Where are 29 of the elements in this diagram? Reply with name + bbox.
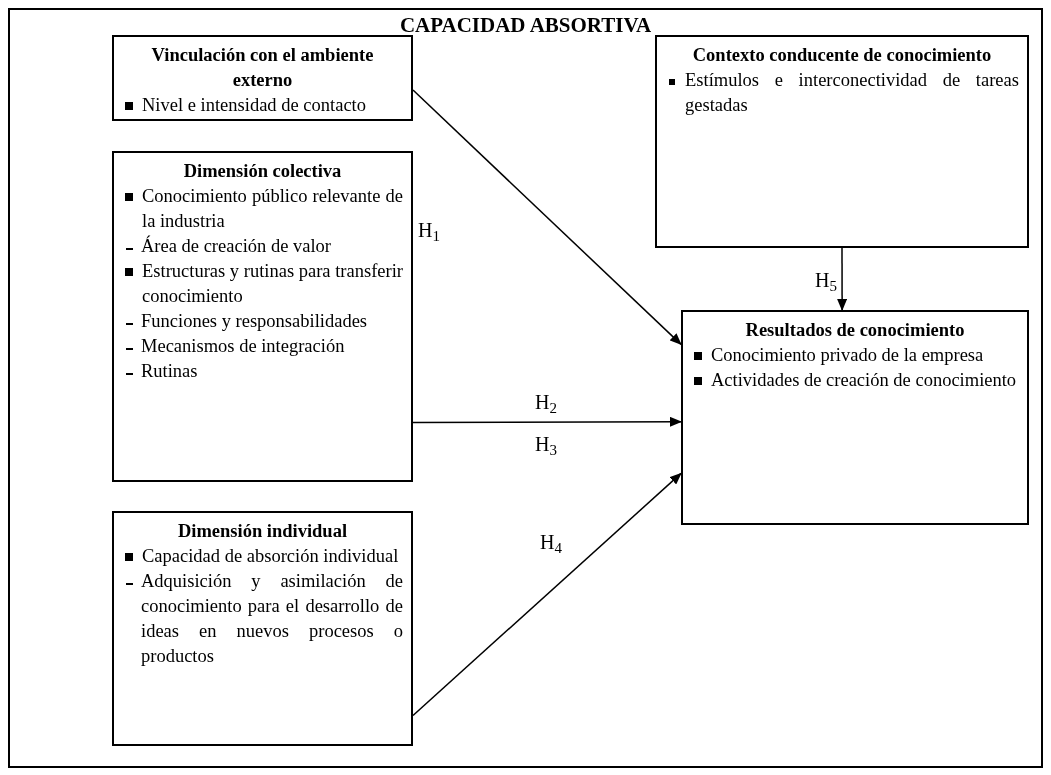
box-heading: Contexto conducente de conocimiento — [691, 44, 993, 67]
dash-item-text: Rutinas — [141, 360, 198, 383]
dash-item-text: Funciones y responsabilidades — [141, 310, 368, 333]
bullet-text: Nivel e intensidad de contacto — [142, 94, 366, 117]
arrow — [412, 416, 682, 427]
arrow — [837, 247, 848, 311]
bullet-text: Estímulos e interconectividad de tareas gestadas — [685, 69, 1019, 117]
dash-item-text: Área de creación de valor — [141, 234, 332, 258]
arrow — [412, 472, 682, 717]
hypothesis-label: H$_{3}$ — [535, 432, 557, 456]
box-heading: Vinculación con el ambiente externo — [150, 44, 375, 92]
content-box — [655, 35, 1029, 248]
bullet-text: Capacidad de absorción individual — [142, 545, 399, 568]
box-heading: Dimensión individual — [176, 520, 349, 543]
box-heading: Dimensión colectiva — [182, 160, 343, 183]
outer-frame — [8, 8, 1043, 768]
content-box — [112, 511, 413, 746]
bullet-text: Estructuras y rutinas para transferir conocimiento — [142, 260, 403, 308]
box-heading: Resultados de conocimiento — [744, 319, 966, 342]
arrow — [412, 89, 682, 346]
content-box — [681, 310, 1029, 525]
bullet-text: Conocimiento privado de la empresa — [711, 344, 984, 367]
dash-item-text: Mecanismos de integración — [141, 335, 345, 358]
dash-item-text: Adquisición y asimilación de conocimiento para el desarrollo de ideas en nuevos procesos o productos — [141, 570, 403, 668]
frame-heading: CAPACIDAD ABSORTIVA — [398, 12, 653, 38]
content-box — [112, 151, 413, 482]
bullet-text: Conocimiento público relevante de la industria — [142, 185, 403, 233]
content-box — [112, 35, 413, 121]
bullet-text: Actividades de creación de conocimiento — [711, 369, 1017, 392]
